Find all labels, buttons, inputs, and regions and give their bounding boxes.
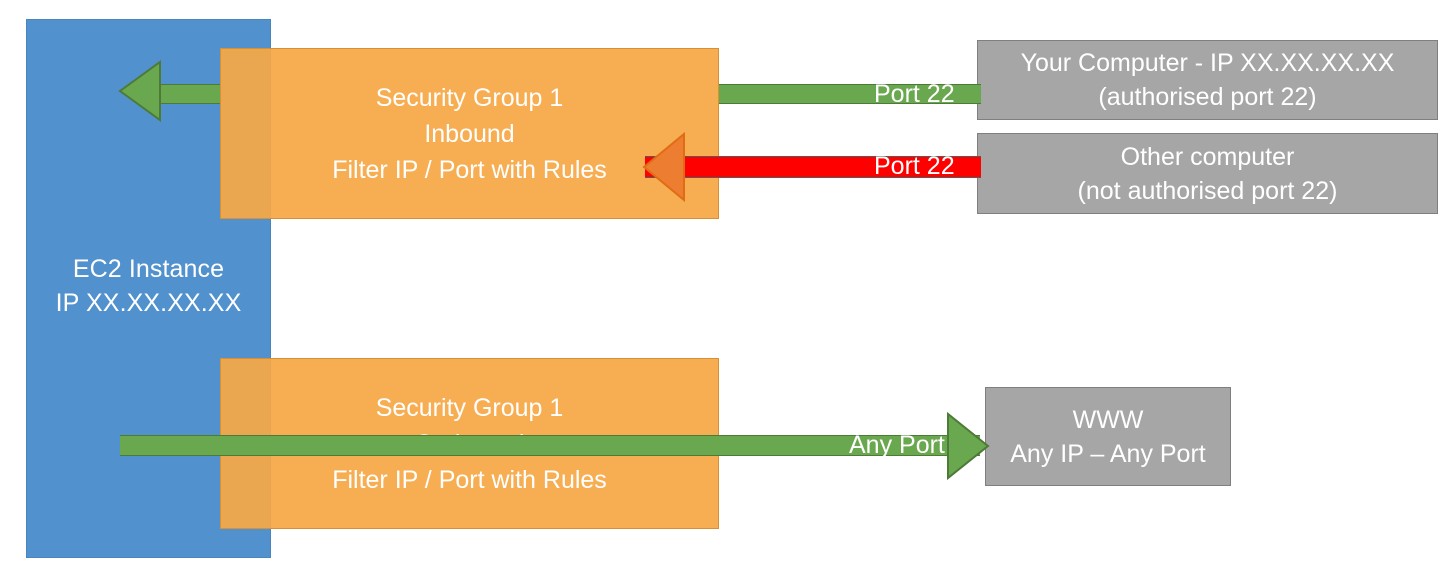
- endpoint-your-computer-box: Your Computer - IP XX.XX.XX.XX (authoris…: [977, 40, 1438, 120]
- your-computer-line1: Your Computer - IP XX.XX.XX.XX: [1020, 49, 1395, 77]
- other-computer-line2: (not authorised port 22): [1077, 176, 1338, 205]
- your-computer-line2: (authorised port 22): [1098, 83, 1317, 111]
- connector-label-inbound-blocked: Port 22: [874, 152, 955, 180]
- arrow-left-blocked-icon: [642, 131, 685, 203]
- ec2-instance-label: EC2 Instance IP XX.XX.XX.XX: [56, 252, 242, 320]
- www-line2: Any IP – Any Port: [1010, 439, 1206, 468]
- endpoint-www-box: WWW Any IP – Any Port: [985, 387, 1231, 486]
- connector-label-outbound: Any Port: [849, 431, 945, 459]
- sg-outbound-name: Security Group 1: [375, 393, 564, 422]
- endpoint-other-computer-box: Other computer (not authorised port 22): [977, 133, 1438, 214]
- connector-inbound-allowed-shaft: [719, 84, 981, 104]
- arrow-right-outbound-icon: [947, 411, 990, 481]
- connector-outbound-shaft: [120, 435, 980, 456]
- security-group-inbound-box: Security Group 1 Inbound Filter IP / Por…: [220, 48, 719, 219]
- ec2-instance-name: EC2 Instance: [72, 255, 225, 283]
- sg-outbound-rule: Filter IP / Port with Rules: [332, 465, 607, 494]
- sg-inbound-direction: Inbound: [424, 119, 515, 148]
- other-computer-line1: Other computer: [1120, 142, 1295, 171]
- connector-inbound-blocked-shaft: [645, 156, 981, 178]
- sg-inbound-rule: Filter IP / Port with Rules: [332, 155, 607, 184]
- connector-inbound-allowed-shaft-inner: [160, 84, 220, 104]
- arrow-left-allowed-icon: [118, 60, 161, 122]
- connector-label-inbound-allowed: Port 22: [874, 80, 955, 108]
- ec2-instance-ip: IP XX.XX.XX.XX: [55, 289, 242, 317]
- sg-inbound-name: Security Group 1: [375, 83, 564, 112]
- www-line1: WWW: [1072, 405, 1144, 434]
